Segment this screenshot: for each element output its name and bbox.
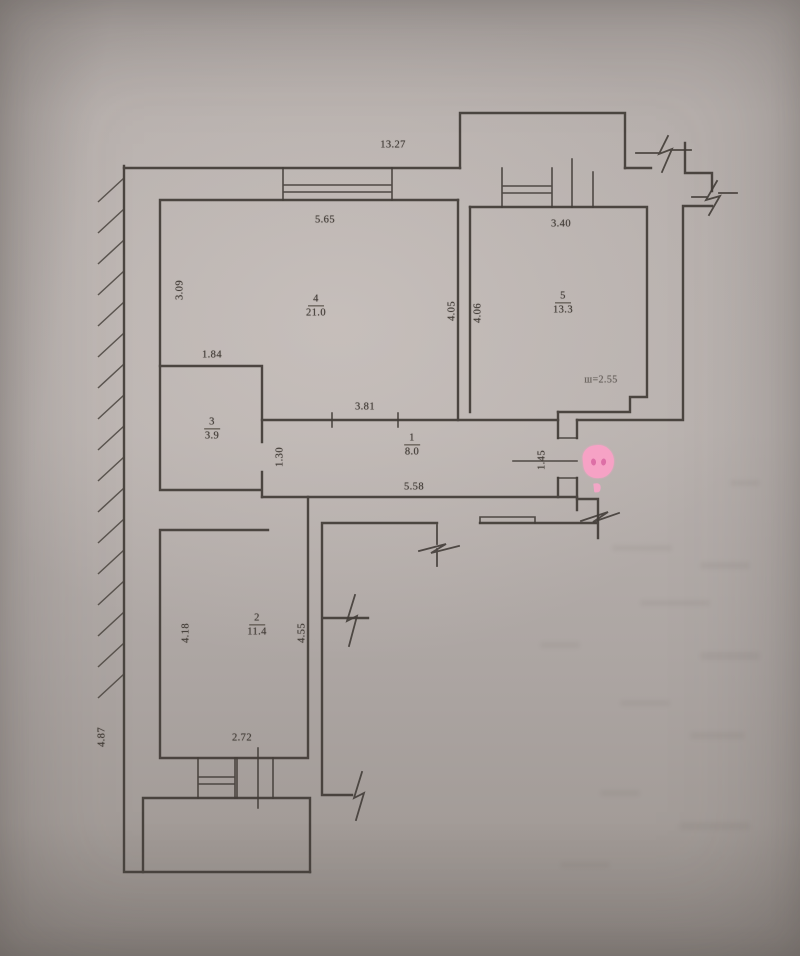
window-and-door-symbols [197, 158, 594, 809]
room5-area: 13.3 [553, 304, 573, 316]
room5-label: 5 13.3 [553, 289, 573, 316]
dim-hall-door-width: 1.45 [536, 450, 548, 470]
wall-hatching [97, 177, 125, 699]
room2-number: 2 [249, 611, 265, 626]
dim-room2-left-height: 4.18 [180, 623, 192, 643]
ceiling-height-note: ш=2.55 [584, 374, 618, 386]
room2-area: 11.4 [247, 626, 267, 638]
room4-number: 4 [308, 292, 324, 307]
dim-room4-width: 5.65 [315, 214, 335, 226]
dim-divider-left: 4.05 [446, 301, 458, 321]
room1-label: 1 8.0 [404, 431, 420, 458]
dim-room5-width: 3.40 [551, 218, 571, 230]
walls [122, 111, 714, 874]
wall-break-symbols [345, 134, 738, 822]
room4-area: 21.0 [306, 307, 326, 319]
dim-room2-width: 2.72 [232, 732, 252, 744]
room3-area: 3.9 [204, 430, 220, 442]
dim-hall-length: 5.58 [404, 481, 424, 493]
pink-marker-dot [590, 458, 597, 466]
dim-divider-right: 4.06 [472, 303, 484, 323]
dim-hall-height: 1.30 [274, 447, 286, 467]
room2-label: 2 11.4 [247, 611, 267, 638]
dim-room4-left-height: 3.09 [174, 280, 186, 300]
room3-number: 3 [204, 415, 220, 430]
dim-room2-right-height: 4.55 [296, 623, 308, 643]
room1-number: 1 [404, 431, 420, 446]
room5-number: 5 [555, 289, 571, 304]
dim-overall-left: 4.87 [96, 727, 108, 747]
room4-label: 4 21.0 [306, 292, 326, 319]
dim-room3-width: 1.84 [202, 349, 222, 361]
dim-hall-top-width: 3.81 [355, 401, 375, 413]
room3-label: 3 3.9 [204, 415, 220, 442]
room1-area: 8.0 [404, 446, 420, 458]
pink-marker-dot [600, 458, 607, 466]
dim-overall-top: 13.27 [380, 139, 406, 151]
